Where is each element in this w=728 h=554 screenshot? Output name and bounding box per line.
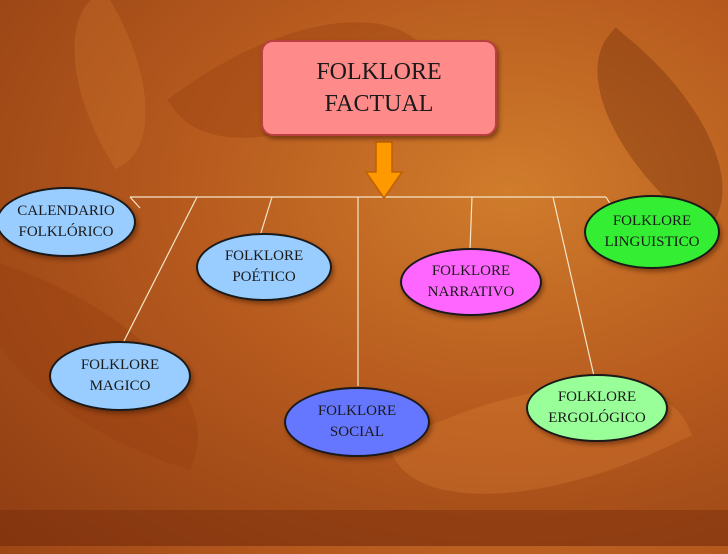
node-line1: FOLKLORE: [557, 389, 637, 405]
node-line1: FOLKLORE: [80, 357, 160, 373]
node-folklore-narrativo: FOLKLORE NARRATIVO: [400, 248, 542, 316]
connector-line-magico: [121, 196, 198, 346]
node-folklore-magico: FOLKLORE MAGICO: [49, 341, 191, 411]
node-line1: FOLKLORE: [317, 403, 397, 419]
node-folklore-poetico: FOLKLORE POÉTICO: [196, 233, 332, 301]
background-stripe: [0, 510, 728, 546]
connector-line-narrativo: [469, 196, 473, 251]
node-line2: MAGICO: [89, 378, 151, 394]
node-line2: LINGUISTICO: [604, 234, 700, 250]
node-calendario-folklorico: CALENDARIO FOLKLÓRICO: [0, 187, 136, 257]
node-line1: CALENDARIO: [17, 203, 115, 219]
root-node-line1: FOLKLORE: [316, 59, 442, 85]
node-folklore-ergologico: FOLKLORE ERGOLÓGICO: [526, 374, 668, 442]
node-line2: FOLKLÓRICO: [18, 224, 114, 240]
connector-line-ergologico: [552, 196, 595, 377]
node-line1: FOLKLORE: [224, 248, 304, 264]
node-line1: FOLKLORE: [612, 213, 692, 229]
node-line1: FOLKLORE: [431, 263, 511, 279]
node-line2: ERGOLÓGICO: [548, 410, 646, 426]
down-arrow-icon: [364, 141, 404, 200]
connector-line-poetico: [259, 196, 273, 237]
root-node-line2: FACTUAL: [324, 91, 434, 117]
node-line2: SOCIAL: [329, 424, 385, 440]
node-folklore-social: FOLKLORE SOCIAL: [284, 387, 430, 457]
root-node-folklore-factual: FOLKLORE FACTUAL: [261, 40, 497, 136]
connector-line-calendario: [129, 196, 141, 209]
node-folklore-linguistico: FOLKLORE LINGUISTICO: [584, 195, 720, 269]
node-line2: NARRATIVO: [427, 284, 515, 300]
node-line2: POÉTICO: [232, 269, 296, 285]
